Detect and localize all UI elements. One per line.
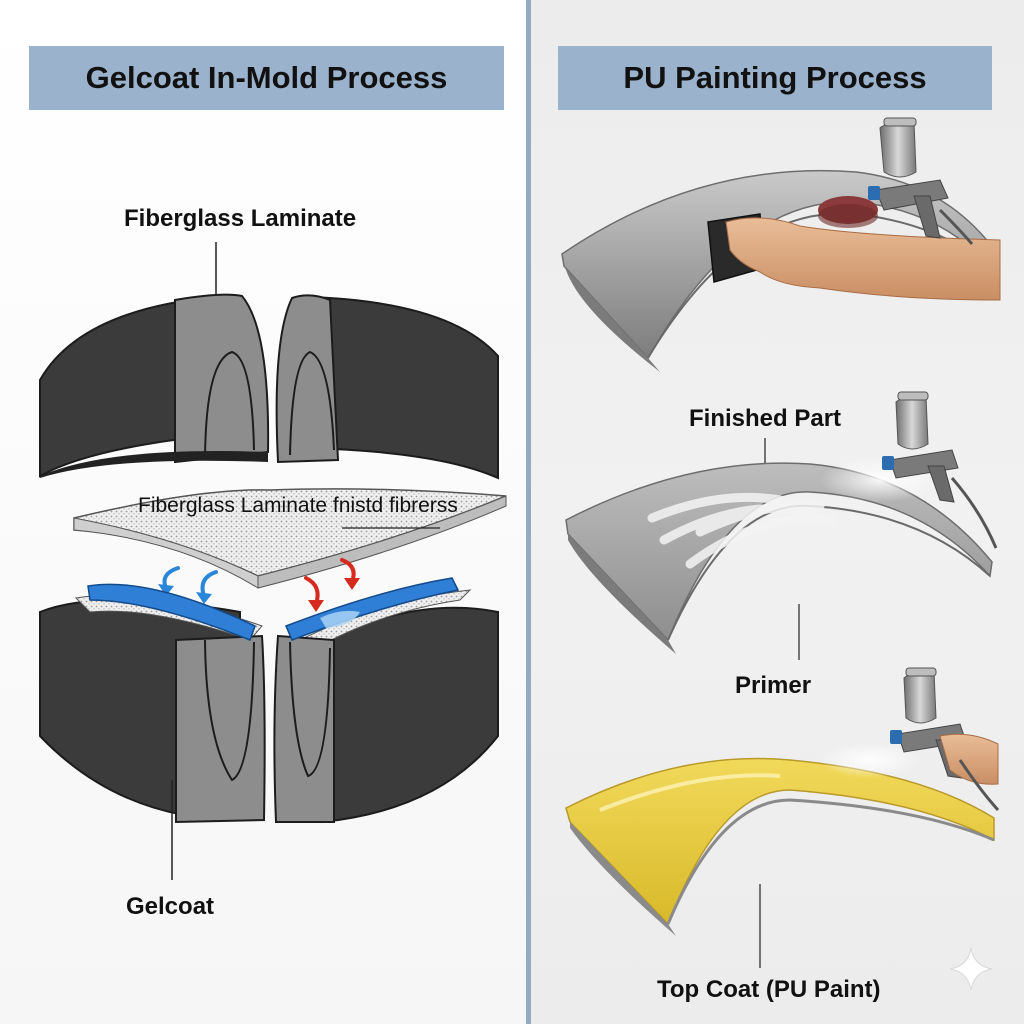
panel-divider [526, 0, 531, 1024]
label-fiberglass-laminate: Fiberglass Laminate [124, 205, 357, 232]
yellow-part-icon [565, 757, 995, 936]
spray-mist [820, 742, 920, 778]
gelcoat-layer [87, 583, 256, 641]
label-top-coat: Top Coat (PU Paint) [657, 976, 881, 1003]
sanding-disc-icon [818, 196, 878, 228]
gelcoat-title: Gelcoat In-Mold Process [85, 60, 448, 95]
spray-gun-icon [890, 667, 1000, 812]
gray-part-icon [565, 462, 993, 654]
pu-title: PU Painting Process [623, 60, 927, 95]
mold-icon [39, 293, 270, 478]
gelcoat-title-banner: Gelcoat In-Mold Process [29, 46, 504, 110]
mold-icon [273, 577, 499, 824]
spray-gun-icon [882, 391, 998, 549]
label-finished-part: Finished Part [689, 405, 842, 432]
label-fiberglass-fibers: Fiberglass Laminate fnistd fibrerss [138, 494, 458, 517]
label-primer: Primer [735, 672, 812, 699]
mold-icon [275, 294, 499, 480]
blue-arrow-icon [162, 566, 218, 598]
sparkle-icon [949, 947, 993, 991]
pu-title-banner: PU Painting Process [558, 46, 992, 110]
spray-gun-icon [868, 117, 974, 245]
mold-icon [39, 583, 266, 824]
label-gelcoat: Gelcoat [126, 893, 215, 920]
hand-icon [725, 217, 1001, 301]
